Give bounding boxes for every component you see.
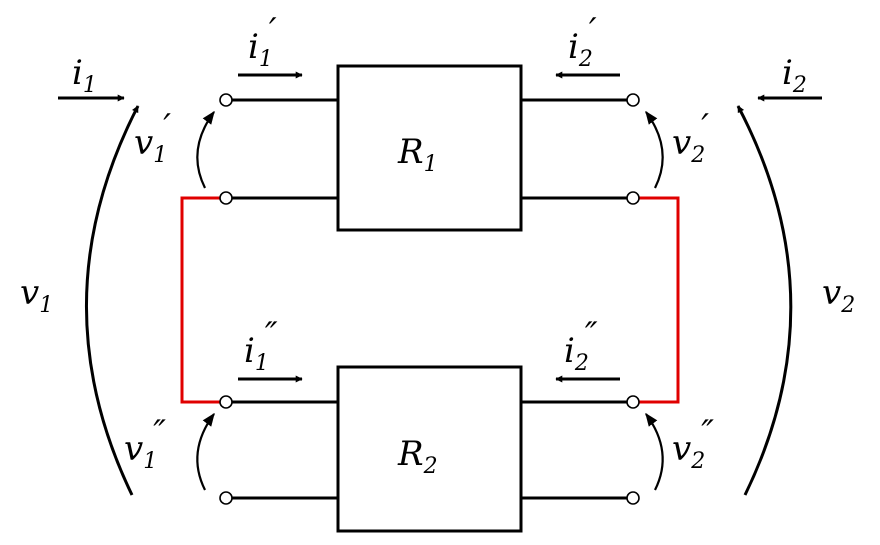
- terminal-r2-p1-bottom: [219, 491, 233, 505]
- right-link-wire: [633, 196, 680, 404]
- block-r1: [336, 64, 523, 232]
- v1pp-curved-arrow: [196, 412, 215, 491]
- i1p-label: i1′: [248, 11, 277, 72]
- terminal-r2-p2-top: [626, 395, 640, 409]
- v1p-label: v1′: [134, 107, 171, 168]
- i2-label: i2: [782, 53, 807, 98]
- v2pp-curved-arrow: [645, 412, 664, 491]
- i2pp-label: i2″: [564, 315, 598, 376]
- v1p-curved-arrow: [196, 110, 215, 189]
- i1pp-label: i1″: [244, 315, 278, 376]
- terminal-r2-p2-bottom: [626, 491, 640, 505]
- terminal-r1-p1-bottom: [219, 191, 233, 205]
- terminal-r1-p2-bottom: [626, 191, 640, 205]
- block-r2: [336, 365, 523, 533]
- r2-label: R2: [397, 434, 438, 479]
- terminal-r1-p1-top: [219, 93, 233, 107]
- terminal-r1-p2-top: [626, 93, 640, 107]
- v2p-label: v2′: [672, 107, 709, 168]
- v1-curved-arrow: [84, 105, 140, 496]
- v2-curved-arrow: [736, 105, 793, 496]
- terminal-r2-p1-top: [219, 395, 233, 409]
- r1-label: R1: [397, 132, 438, 177]
- i2p-label: i2′: [568, 11, 597, 72]
- v1pp-label: v1″: [124, 413, 166, 474]
- v2pp-label: v2″: [672, 413, 714, 474]
- v2-label: v2: [822, 273, 855, 318]
- v1-label: v1: [20, 273, 53, 318]
- i1-label: i1: [72, 53, 97, 98]
- v2p-curved-arrow: [645, 110, 664, 189]
- left-link-wire: [180, 196, 225, 404]
